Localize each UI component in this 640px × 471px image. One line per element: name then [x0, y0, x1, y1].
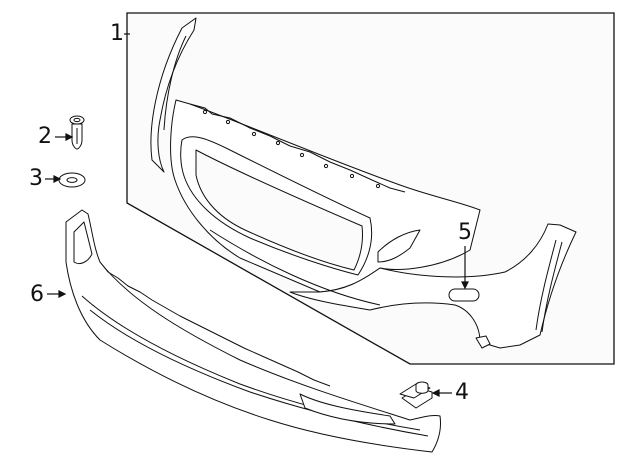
leader-lines — [45, 33, 469, 397]
callout-3: 3 — [29, 166, 43, 191]
callout-2: 2 — [38, 124, 52, 149]
callout-1: 1 — [110, 21, 124, 46]
tow-hook-opening[interactable] — [448, 288, 480, 302]
callout-5: 5 — [458, 220, 472, 245]
clip-nut[interactable] — [399, 381, 433, 409]
bumper-cover-upper[interactable] — [150, 17, 577, 349]
callout-6: 6 — [30, 282, 44, 307]
washer[interactable] — [58, 172, 86, 188]
push-pin-retainer[interactable] — [69, 115, 85, 150]
callout-4: 4 — [455, 380, 469, 405]
lower-valance[interactable] — [65, 209, 441, 453]
